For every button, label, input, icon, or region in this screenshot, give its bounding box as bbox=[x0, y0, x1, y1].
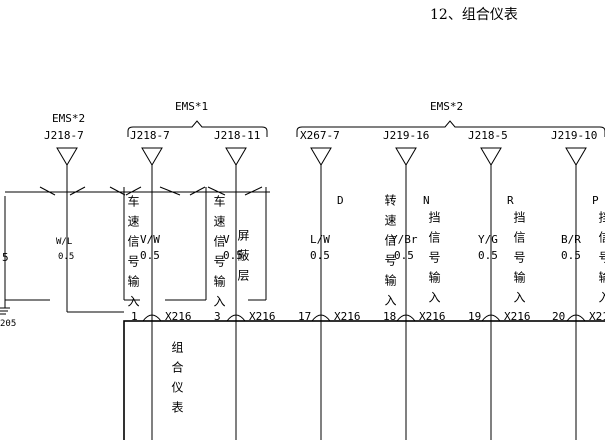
gear-p-letter: P bbox=[592, 194, 599, 207]
pin-arches bbox=[142, 314, 586, 322]
pin-number-19: 19 bbox=[468, 310, 481, 323]
connector-triangles bbox=[56, 147, 587, 166]
left-size-label: 5 bbox=[2, 251, 9, 264]
pin-connector-1: X216 bbox=[165, 310, 192, 323]
connector-triangle-2 bbox=[141, 147, 163, 166]
module-label-text: 组合仪表 bbox=[104, 341, 184, 413]
ground-symbol bbox=[0, 300, 10, 315]
wire-d-color: L/W bbox=[310, 233, 330, 246]
wire-vw-size: 0.5 bbox=[140, 249, 160, 262]
connector-triangle-4 bbox=[310, 147, 332, 166]
pin-number-18: 18 bbox=[383, 310, 396, 323]
pin-arch-19 bbox=[481, 314, 501, 322]
pin-arch-1 bbox=[142, 314, 162, 322]
connector-label-2: J218-7 bbox=[130, 129, 170, 142]
wire-v-size: 0.5 bbox=[223, 249, 243, 262]
wire-p-color: B/R bbox=[561, 233, 581, 246]
pin-number-1: 1 bbox=[131, 310, 138, 323]
connector-label-7: J219-10 bbox=[551, 129, 597, 142]
rpm-label: 转速信号输入 bbox=[277, 193, 397, 306]
pin-connector-3: X216 bbox=[249, 310, 276, 323]
wire-d-size: 0.5 bbox=[310, 249, 330, 262]
speed-in-label-1-text: 车速信号输入 bbox=[20, 194, 140, 307]
rpm-label-text: 转速信号输入 bbox=[277, 193, 397, 306]
connector-label-1: J218-7 bbox=[44, 129, 84, 142]
wire-vw-color: V/W bbox=[140, 233, 160, 246]
module-internal-wires bbox=[151, 321, 577, 440]
connector-label-6: J218-5 bbox=[468, 129, 508, 142]
pin-arch-20 bbox=[566, 314, 586, 322]
ground-label: 205 bbox=[0, 319, 16, 329]
pin-arch-18 bbox=[396, 314, 416, 322]
pin-number-20: 20 bbox=[552, 310, 565, 323]
gear-d-letter: D bbox=[337, 194, 344, 207]
connector-label-5: J219-16 bbox=[383, 129, 429, 142]
wire-r-color: Y/G bbox=[478, 233, 498, 246]
pin-connector-18: X216 bbox=[419, 310, 446, 323]
gear-p-label-text: 挡信号输入 bbox=[596, 211, 605, 303]
pin-connector-17: X216 bbox=[334, 310, 361, 323]
gear-r-label: 挡信号输入 bbox=[511, 211, 605, 303]
connector-triangle-5 bbox=[395, 147, 417, 166]
pin-connector-20: X21 bbox=[589, 310, 605, 323]
page-title: 12、组合仪表 bbox=[430, 7, 518, 23]
pin-connector-19: X216 bbox=[504, 310, 531, 323]
module-label: 组合仪表 bbox=[104, 341, 184, 413]
pin-arch-17 bbox=[311, 314, 331, 322]
speed-in-label-1: 车速信号输入 bbox=[20, 194, 140, 307]
wire-r-size: 0.5 bbox=[478, 249, 498, 262]
wire-p-size: 0.5 bbox=[561, 249, 581, 262]
wire-wl-size: 0.5 bbox=[58, 252, 74, 262]
wire-v-color: V bbox=[223, 233, 230, 246]
connector-triangle-3 bbox=[225, 147, 247, 166]
group-label-ems2-right: EMS*2 bbox=[430, 100, 463, 113]
wire-n-color: Y/Br bbox=[391, 233, 418, 246]
gear-n-letter: N bbox=[423, 194, 430, 207]
shield-marks bbox=[39, 186, 263, 196]
pin-number-3: 3 bbox=[214, 310, 221, 323]
pin-number-17: 17 bbox=[298, 310, 311, 323]
connector-triangle-1 bbox=[56, 147, 78, 166]
brace-ems1 bbox=[127, 120, 268, 137]
instrument-cluster-box bbox=[123, 320, 605, 440]
connector-triangle-7 bbox=[565, 147, 587, 166]
connector-triangle-6 bbox=[480, 147, 502, 166]
gear-r-letter: R bbox=[507, 194, 514, 207]
wire-n-size: 0.5 bbox=[394, 249, 414, 262]
gear-p-label: 挡信号输入 bbox=[596, 211, 605, 303]
wire-lines bbox=[4, 165, 577, 330]
group-label-ems1: EMS*1 bbox=[175, 100, 208, 113]
gear-r-label-text: 挡信号输入 bbox=[511, 211, 605, 303]
wire-wl-color: W/L bbox=[56, 237, 72, 247]
pin-arch-3 bbox=[226, 314, 246, 322]
connector-label-3: J218-11 bbox=[214, 129, 260, 142]
connector-label-4: X267-7 bbox=[300, 129, 340, 142]
group-label-ems2-left: EMS*2 bbox=[52, 112, 85, 125]
